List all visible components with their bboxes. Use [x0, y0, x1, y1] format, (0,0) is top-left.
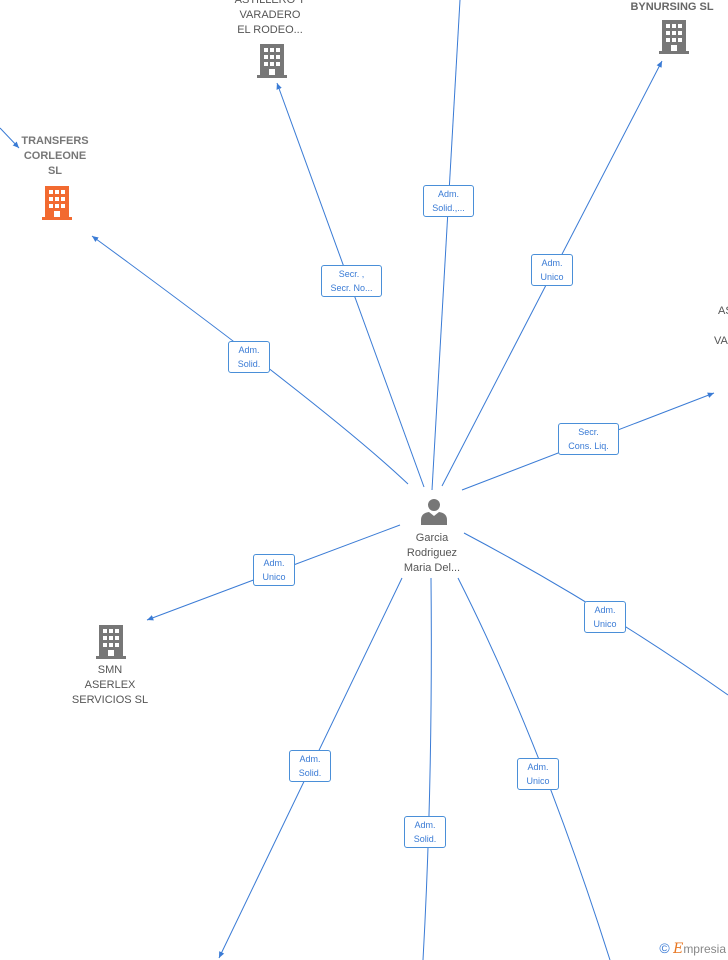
edge-label-right[interactable]: Secr. Cons. Liq. — [558, 423, 619, 455]
edge-label-line: Solid. — [237, 359, 261, 369]
edge-label-line: Adm. — [594, 605, 616, 615]
company-astillero-label[interactable]: ASTILLERO Y VARADERO EL RODEO... — [215, 0, 325, 38]
building-icon[interactable] — [96, 625, 126, 659]
edge-label-line: Cons. Liq. — [568, 441, 609, 451]
edge-label-line: Unico — [262, 572, 286, 582]
building-icon[interactable] — [659, 20, 689, 54]
company-name-line: BYNURSING SL — [630, 1, 714, 13]
company-transfers-label[interactable]: TRANSFERS CORLEONE SL — [5, 134, 105, 179]
company-name-line: AS — [718, 305, 728, 317]
edge-bottom-mid — [422, 577, 432, 960]
edge-label-transfers[interactable]: Adm. Solid. — [228, 341, 270, 373]
edge-label-line: Secr. — [578, 427, 599, 437]
edge-label-line: Solid. — [298, 768, 322, 778]
center-person-name[interactable]: Garcia Rodriguez Maria Del... — [382, 531, 482, 576]
edge-label-astillero[interactable]: Secr. , Secr. No... — [321, 265, 382, 297]
edge-label-top[interactable]: Adm. Solid.,... — [423, 185, 474, 217]
edge-label-line: Adm. — [263, 558, 285, 568]
edge-label-smn[interactable]: Adm. Unico — [253, 554, 295, 586]
edge-label-line: Unico — [526, 776, 550, 786]
company-name-line: ASTILLERO Y — [234, 0, 306, 6]
edge-label-line: Adm. — [437, 189, 459, 199]
company-name-line: SMN — [97, 664, 123, 676]
center-name-line: Maria Del... — [403, 562, 461, 574]
center-name-line: Garcia — [415, 532, 449, 544]
empresia-watermark: © Empresia — [659, 940, 726, 957]
edge-label-line: Secr. No... — [330, 283, 373, 293]
edge-label-line: Secr. , — [338, 269, 365, 279]
building-icon[interactable] — [257, 44, 287, 78]
company-name-line — [710, 319, 728, 334]
copyright-symbol: © — [659, 940, 670, 956]
company-name-line: VARADERO — [239, 9, 301, 21]
edge-label-line: Adm. — [299, 754, 321, 764]
company-smn-label[interactable]: SMN ASERLEX SERVICIOS SL — [55, 663, 165, 708]
edge-label-bottom-mid[interactable]: Adm. Solid. — [404, 816, 446, 848]
brand-logo-letter: E — [673, 941, 684, 957]
center-name-line: Rodriguez — [406, 547, 458, 559]
company-name-line: EL RODEO... — [237, 24, 303, 36]
edge-label-line: Adm. — [541, 258, 563, 268]
edge-transfers — [91, 235, 409, 485]
company-name-line: ASERLEX — [84, 679, 136, 691]
building-icon[interactable] — [41, 186, 73, 220]
edge-top — [431, 0, 461, 491]
person-icon[interactable] — [419, 496, 449, 526]
company-name-line: SL — [47, 165, 63, 177]
brand-logo-text: mpresia — [683, 942, 726, 956]
edge-label-line: Unico — [593, 619, 617, 629]
edge-label-line: Unico — [540, 272, 564, 282]
company-name-line: TRANSFERS — [21, 135, 89, 147]
company-right-partial-label[interactable]: AS VA — [710, 304, 728, 349]
edge-label-line: Solid.,... — [432, 203, 465, 213]
company-name-line: SERVICIOS SL — [71, 694, 149, 706]
edge-label-line: Adm. — [527, 762, 549, 772]
company-bynursing-label[interactable]: BYNURSING SL — [612, 0, 728, 15]
edge-label-line: Adm. — [238, 345, 260, 355]
edge-label-lower-right[interactable]: Adm. Unico — [584, 601, 626, 633]
edge-label-line: Solid. — [413, 834, 437, 844]
company-name-line: VA — [714, 335, 728, 347]
edge-label-bottom-right[interactable]: Adm. Unico — [517, 758, 559, 790]
company-name-line: CORLEONE — [23, 150, 87, 162]
edge-bottom-right — [457, 577, 611, 960]
edge-label-bynursing[interactable]: Adm. Unico — [531, 254, 573, 286]
edge-label-bottom-left[interactable]: Adm. Solid. — [289, 750, 331, 782]
edge-label-line: Adm. — [414, 820, 436, 830]
edge-transfers-incoming — [0, 127, 20, 149]
